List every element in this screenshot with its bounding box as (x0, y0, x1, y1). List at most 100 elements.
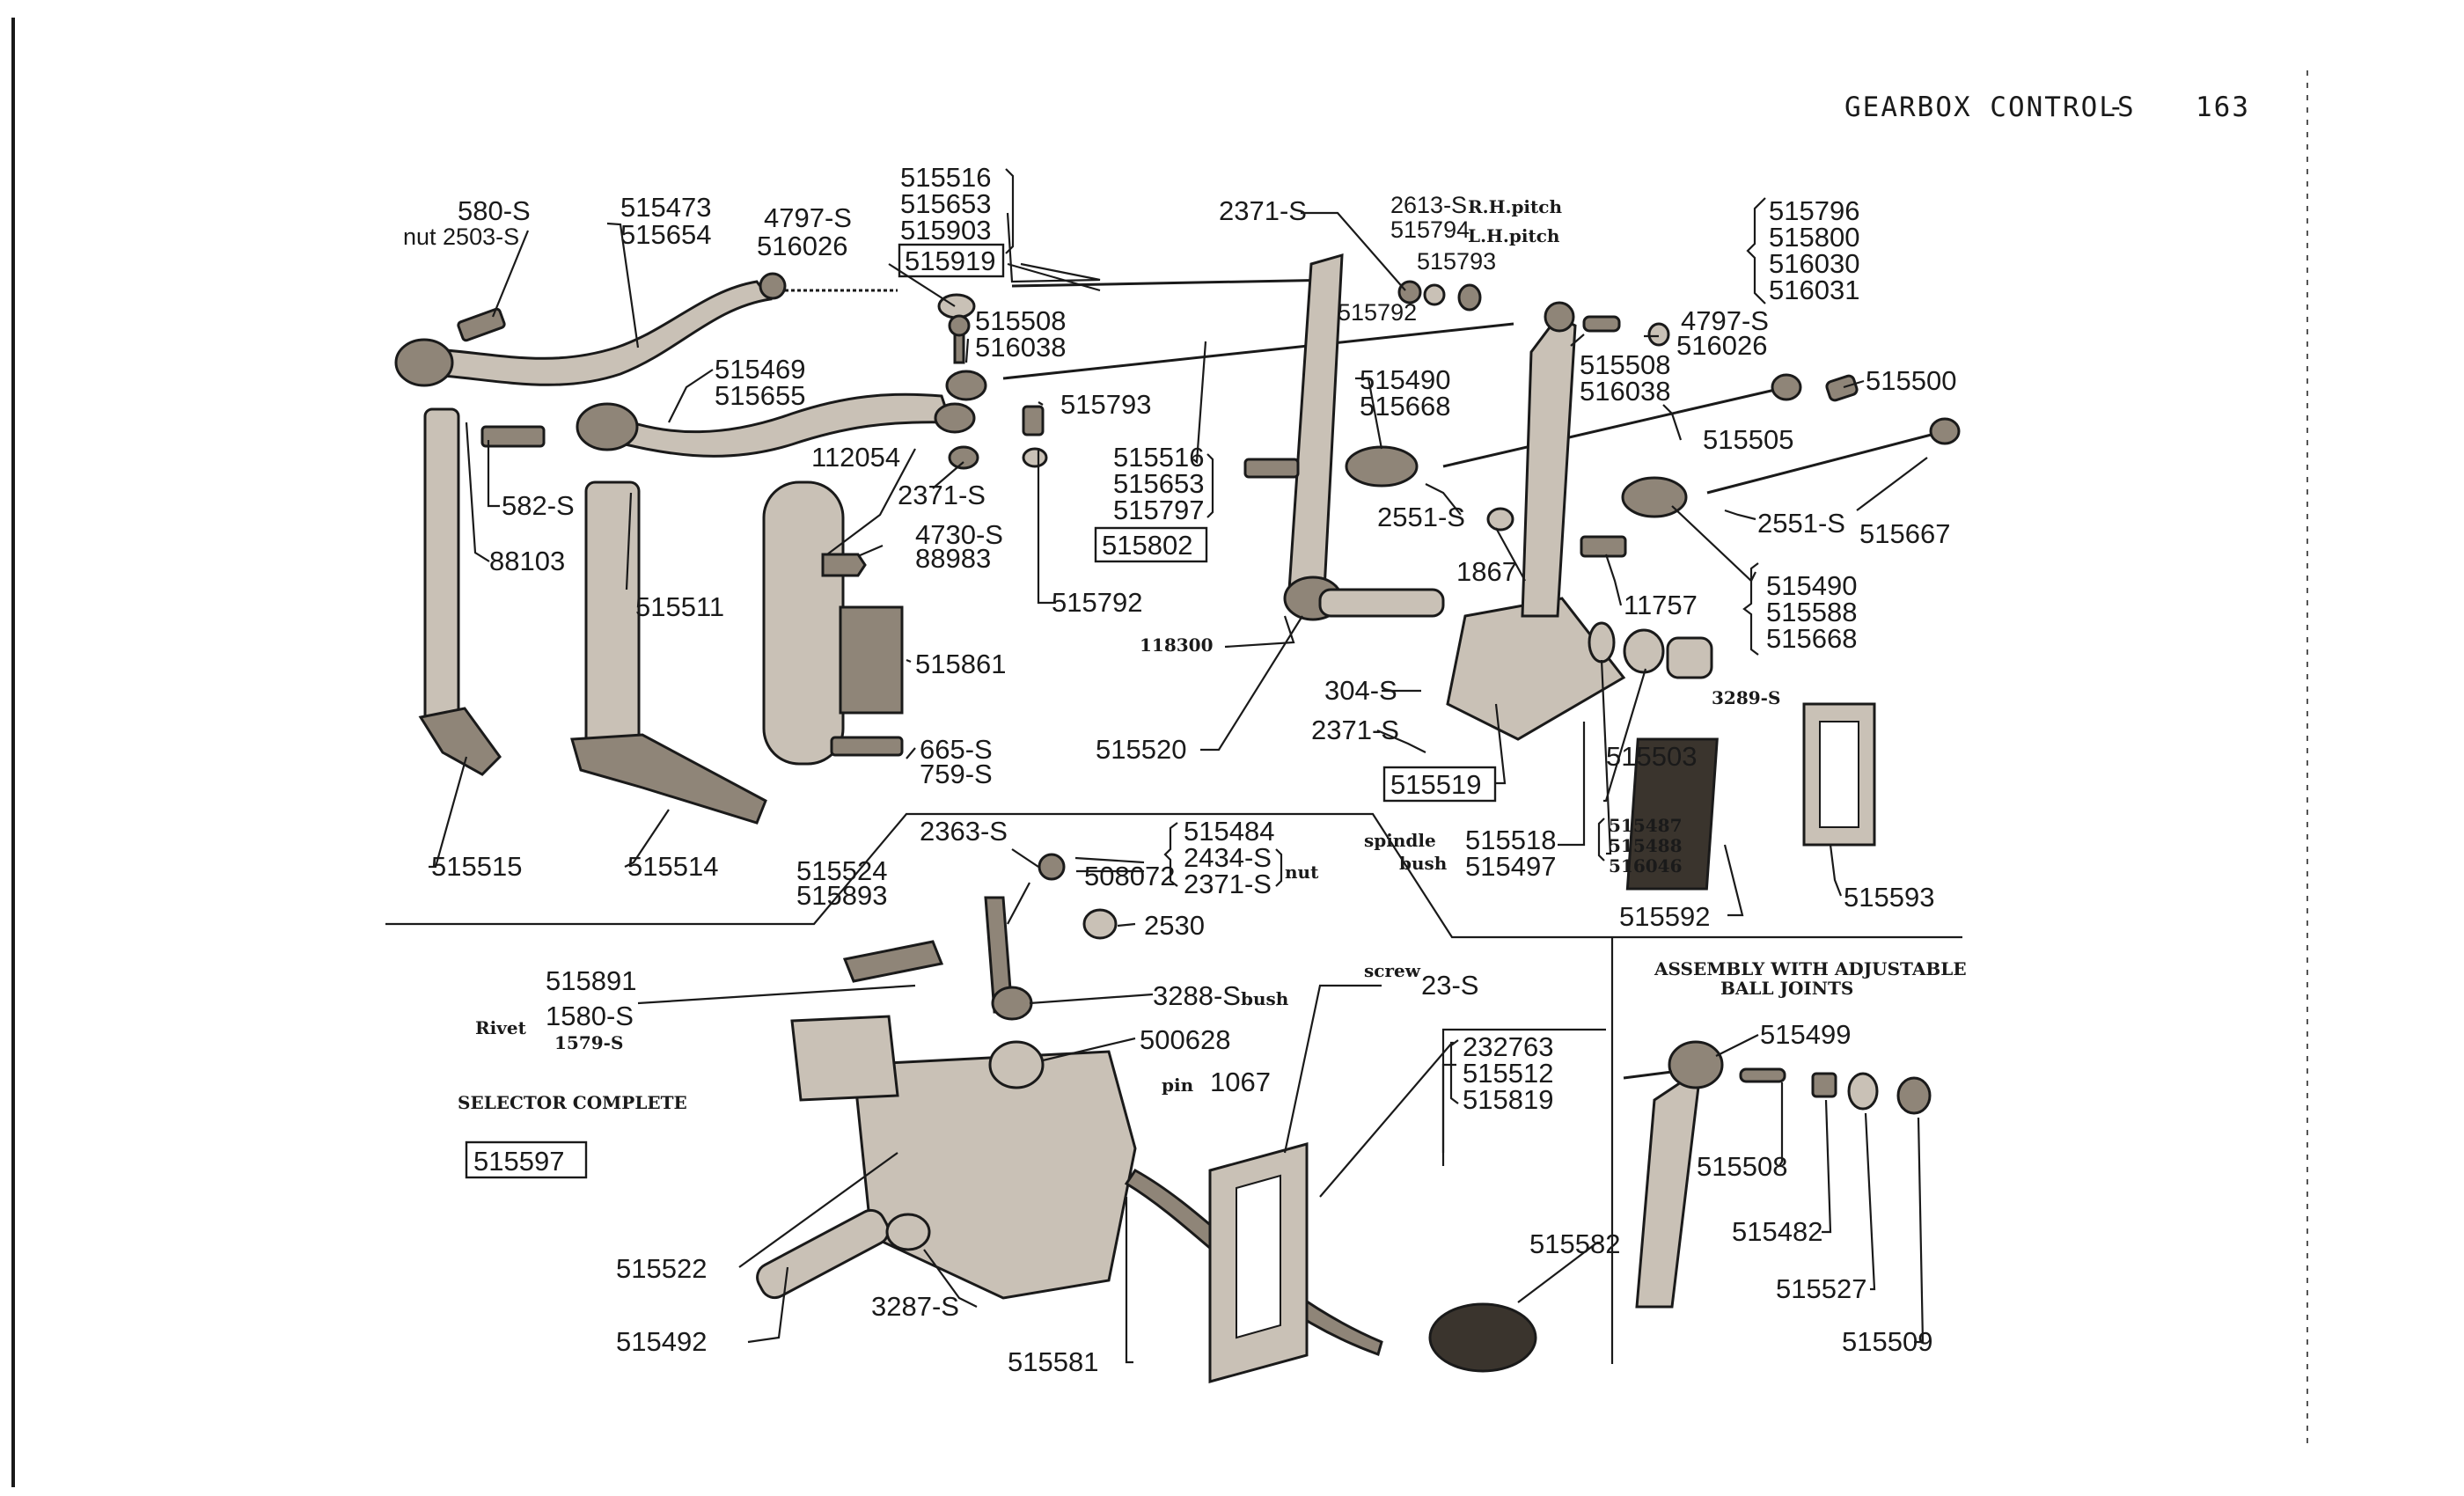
shaft-515511 (584, 480, 641, 748)
label-516026-b: 516026 (1676, 330, 1767, 361)
label-515488: 515488 (1609, 835, 1683, 856)
label-515793-b: 515793 (1060, 389, 1151, 420)
label-515516-a: 515516 (900, 162, 991, 193)
box-515919 (898, 243, 1005, 278)
label-515511: 515511 (635, 591, 724, 622)
label-515487: 515487 (1609, 815, 1683, 836)
title-dash: - (2108, 92, 2126, 123)
label-1067: 1067 (1210, 1067, 1271, 1097)
label-515500: 515500 (1866, 365, 1956, 396)
label-515582: 515582 (1529, 1228, 1620, 1259)
rod-515516-upper (1011, 278, 1338, 288)
stud-515500 (1825, 374, 1859, 402)
label-2530: 2530 (1144, 910, 1205, 941)
label-515655: 515655 (715, 380, 805, 411)
label-1580s: 1580-S (546, 1001, 634, 1031)
label-515490-a: 515490 (1360, 364, 1450, 395)
cup-515527 (1847, 1072, 1879, 1111)
label-515792-b: 515792 (1052, 587, 1142, 618)
label-515654: 515654 (620, 219, 711, 250)
label-516031: 516031 (1769, 275, 1859, 305)
label-4797s-a: 4797-S (764, 202, 852, 233)
bracket-515484-group (1163, 822, 1178, 887)
label-515505: 515505 (1703, 424, 1793, 455)
lever-515520 (1287, 253, 1344, 591)
label-515597: 515597 (473, 1146, 564, 1177)
label-515891: 515891 (546, 965, 636, 996)
label-304s: 304-S (1324, 675, 1397, 706)
label-515592: 515592 (1619, 901, 1710, 932)
label-515490-b: 515490 (1766, 570, 1857, 601)
label-232763: 232763 (1463, 1031, 1553, 1062)
washer-515487 (1588, 621, 1616, 664)
label-2434s: 2434-S (1184, 842, 1272, 873)
tube-112054 (762, 480, 845, 766)
label-515492: 515492 (616, 1326, 707, 1357)
shaft-88103 (423, 407, 460, 728)
label-515794: 515794 (1390, 216, 1470, 243)
ring-2530 (1082, 908, 1118, 940)
label-2371s-d: 2371-S (1184, 869, 1272, 899)
label-2613s: 2613-S (1390, 192, 1467, 218)
box-515802 (1094, 526, 1208, 563)
label-515796: 515796 (1769, 195, 1859, 226)
label-pin: pin (1162, 1074, 1194, 1096)
ball-joint-lever (1635, 1081, 1700, 1309)
ball-joint-515508 (1739, 1067, 1786, 1083)
label-515593: 515593 (1844, 882, 1934, 913)
spring-515793-right (1457, 283, 1482, 312)
bush-500628 (988, 1040, 1045, 1089)
bolt-582s (480, 425, 546, 448)
washer-515792 (1022, 447, 1048, 468)
bracket-232763-group (1449, 1039, 1459, 1104)
label-515508-b: 515508 (1580, 349, 1670, 380)
lever-upper-ball (759, 272, 787, 300)
bracket-515490-group (1742, 562, 1759, 656)
label-515797: 515797 (1113, 495, 1204, 525)
label-515497: 515497 (1465, 851, 1556, 882)
bush-3288s (991, 986, 1033, 1021)
assembly-heading-line2: BALL JOINTS (1720, 978, 1853, 999)
selector-rail (842, 940, 944, 983)
label-515903: 515903 (900, 215, 991, 246)
label-2371s-a: 2371-S (1219, 195, 1307, 226)
washer-1867 (1486, 507, 1514, 532)
label-1579s: 1579-S (554, 1032, 623, 1053)
page-number: 163 (2196, 92, 2250, 123)
page-title: GEARBOX CONTROLS (1844, 92, 2136, 123)
label-515469: 515469 (715, 354, 805, 385)
bolt-118300 (1243, 458, 1300, 479)
label-515800: 515800 (1769, 222, 1859, 253)
label-bush-a: bush (1399, 853, 1448, 874)
label-515581: 515581 (1008, 1346, 1098, 1377)
washer-4797s-right (1647, 322, 1670, 347)
cap-515509 (1896, 1076, 1932, 1115)
label-515508-a: 515508 (975, 305, 1066, 336)
label-515515: 515515 (431, 851, 522, 882)
label-515588: 515588 (1766, 597, 1857, 627)
rod-515505-eye (1771, 373, 1802, 401)
bolt-665s (830, 736, 904, 757)
label-1867: 1867 (1456, 556, 1517, 587)
label-515503: 515503 (1606, 741, 1697, 772)
bracket-515516-lower-group (1206, 453, 1214, 518)
label-23s: 23-S (1421, 970, 1478, 1001)
section-divider (385, 812, 1962, 939)
bracket-nut-group (1275, 848, 1283, 887)
label-88983: 88983 (915, 543, 991, 574)
assembly-heading-line1: ASSEMBLY WITH ADJUSTABLE (1654, 958, 1967, 979)
label-582s: 582-S (502, 490, 575, 521)
label-516038-a: 516038 (975, 332, 1066, 363)
shaft-88103-fork (418, 707, 502, 776)
label-515668-a: 515668 (1360, 391, 1450, 422)
label-3288s: 3288-S (1153, 980, 1241, 1011)
spring-515482 (1811, 1072, 1837, 1098)
spring-515793 (1022, 405, 1045, 436)
label-515482: 515482 (1732, 1216, 1822, 1247)
ball-joint-socket (945, 370, 987, 401)
label-515519: 515519 (1390, 769, 1481, 800)
label-515802: 515802 (1102, 530, 1192, 561)
boot-515592 (1625, 737, 1719, 891)
label-515792-a: 515792 (1338, 299, 1417, 326)
rod-515667-eye (1929, 417, 1961, 445)
